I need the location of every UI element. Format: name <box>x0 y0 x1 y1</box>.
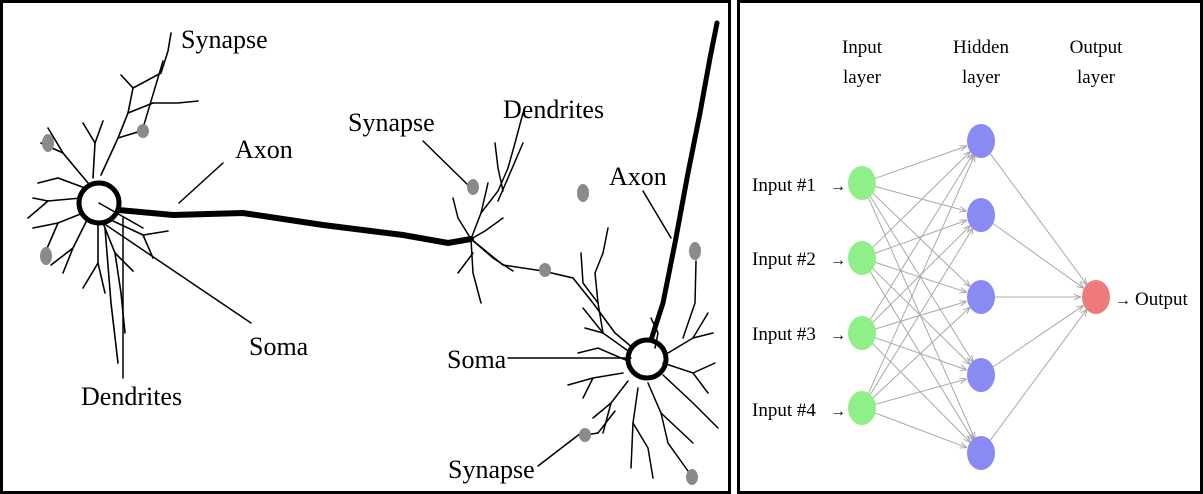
input-hidden-edge <box>875 262 966 292</box>
left-dendrites <box>28 33 198 363</box>
synapse-dot <box>42 134 54 152</box>
input-node-1 <box>848 166 876 200</box>
input-layer-title-line2: layer <box>843 67 882 88</box>
input-hidden-edge <box>868 155 975 396</box>
hidden-node-1 <box>967 124 995 158</box>
synapse-dot <box>579 428 591 442</box>
input-2-arrow: → <box>830 252 846 269</box>
hidden-layer-title-line2: layer <box>962 67 1001 88</box>
left-axon <box>119 210 471 243</box>
synapse-dot <box>689 242 701 260</box>
label-synapse-top: Synapse <box>181 25 268 54</box>
synapse-dot <box>467 179 479 195</box>
input-hidden-edge <box>872 343 971 442</box>
neural-network-diagram: Input layer Hidden layer Output layer In… <box>740 3 1200 491</box>
label-synapse-mid: Synapse <box>348 108 435 137</box>
input-hidden-edge <box>876 187 967 211</box>
hidden-layer-title-line1: Hidden <box>953 37 1009 58</box>
hidden-output-edge <box>993 305 1084 367</box>
synapse-dot <box>686 469 698 485</box>
hidden-node-3 <box>967 280 995 314</box>
label-axon-right: Axon <box>609 162 667 191</box>
label-axon-left: Axon <box>235 135 293 164</box>
synapse-dot <box>539 263 551 277</box>
input-node-2 <box>848 241 876 275</box>
label-dendrites-right: Dendrites <box>503 95 604 124</box>
neural-network-panel: Input layer Hidden layer Output layer In… <box>737 0 1203 494</box>
synapse-terminals <box>40 124 701 485</box>
input-4-label: Input #4 <box>752 400 816 421</box>
input-hidden-edge <box>869 154 973 321</box>
hidden-node-4 <box>967 358 995 392</box>
input-1-arrow: → <box>830 178 846 195</box>
input-node-4 <box>848 391 876 425</box>
input-hidden-edge <box>875 146 967 178</box>
hidden-node-5 <box>967 436 995 470</box>
synapse-dot <box>137 124 149 138</box>
output-layer-title-line2: layer <box>1077 67 1116 88</box>
input-hidden-edge <box>875 413 967 448</box>
synapse-dot <box>40 247 52 265</box>
output-layer-title-line1: Output <box>1070 37 1124 58</box>
output-label: Output <box>1135 289 1189 310</box>
input-hidden-edge <box>869 228 973 396</box>
input-4-arrow: → <box>830 403 846 420</box>
biological-neuron-diagram: Synapse Axon Synapse Dendrites Axon Soma… <box>3 3 728 491</box>
input-2-label: Input #2 <box>752 249 816 270</box>
hidden-node-2 <box>967 198 995 232</box>
input-layer-title-line1: Input <box>842 37 883 58</box>
output-arrow: → <box>1115 292 1131 309</box>
input-node-3 <box>848 316 876 350</box>
biological-neuron-panel: Synapse Axon Synapse Dendrites Axon Soma… <box>0 0 731 494</box>
hidden-output-edge <box>989 152 1087 285</box>
hidden-output-edge <box>989 309 1087 442</box>
right-soma-body <box>628 340 666 378</box>
connecting-dendrite <box>543 271 633 348</box>
hidden-output-edge <box>992 223 1083 288</box>
input-1-label: Input #1 <box>752 175 816 196</box>
label-soma-left: Soma <box>249 332 309 361</box>
synapse-dot <box>577 184 589 202</box>
right-dendrites <box>568 228 718 478</box>
label-dendrites-left: Dendrites <box>81 382 182 411</box>
input-hidden-edge <box>872 268 970 365</box>
label-soma-right: Soma <box>447 345 507 374</box>
input-hidden-edge <box>869 195 973 362</box>
output-node <box>1082 280 1110 314</box>
axon-terminal-dendrites <box>453 113 543 303</box>
input-3-arrow: → <box>830 327 846 344</box>
input-3-label: Input #3 <box>752 324 816 345</box>
input-hidden-edge <box>875 220 967 253</box>
input-hidden-edge <box>872 152 970 249</box>
label-synapse-bottom: Synapse <box>448 455 535 484</box>
